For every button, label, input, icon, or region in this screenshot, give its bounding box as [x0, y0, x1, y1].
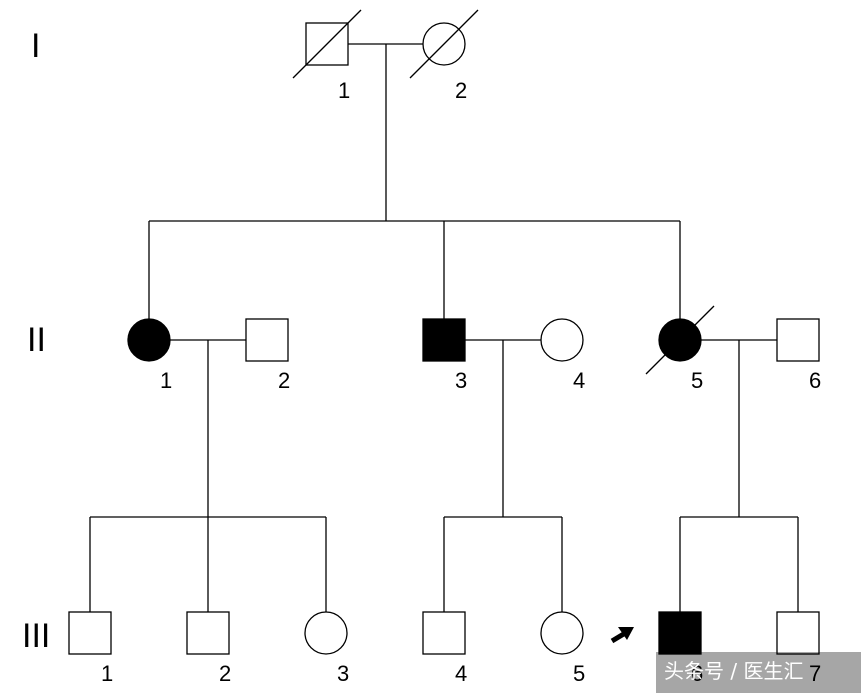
generation-label-3: III [22, 617, 50, 655]
individual-number: 1 [101, 661, 113, 686]
affected-male-square [658, 611, 702, 655]
male-square [186, 611, 230, 655]
female-circle [540, 611, 584, 655]
affected-female-circle [127, 318, 171, 362]
male-square [245, 318, 289, 362]
individual-number: 6 [691, 661, 703, 686]
individual-number: 1 [338, 78, 350, 103]
generation-label-2: II [27, 321, 46, 359]
individual-number: 5 [573, 661, 585, 686]
individual-number: 5 [691, 368, 703, 393]
individual-number: 7 [809, 661, 821, 686]
proband-arrow-icon [610, 627, 634, 644]
deceased-slash [645, 305, 715, 375]
individual-number: 3 [455, 368, 467, 393]
individual-number: 4 [573, 368, 585, 393]
male-square [68, 611, 112, 655]
female-circle [540, 318, 584, 362]
individual-number: 1 [160, 368, 172, 393]
watermark-text: 头条号 / 医生汇 [664, 659, 803, 683]
generation-label-1: I [31, 27, 40, 65]
individual-number: 4 [455, 661, 467, 686]
deceased-slash [292, 9, 362, 79]
individual-number: 2 [278, 368, 290, 393]
male-square [776, 318, 820, 362]
male-square [776, 611, 820, 655]
individual-number: 2 [219, 661, 231, 686]
relationship-lines [89, 43, 799, 612]
female-circle [304, 611, 348, 655]
generation-labels: I II III [22, 27, 50, 655]
affected-male-square [422, 318, 466, 362]
male-square [422, 611, 466, 655]
individual-number: 6 [809, 368, 821, 393]
deceased-slash [409, 9, 479, 79]
individual-number: 2 [455, 78, 467, 103]
watermark: 头条号 / 医生汇 [656, 652, 861, 693]
individual-labels: 1 2 1 2 3 4 5 6 1 2 3 4 5 6 7 [101, 78, 821, 686]
individual-number: 3 [337, 661, 349, 686]
individual-symbols [68, 9, 820, 655]
